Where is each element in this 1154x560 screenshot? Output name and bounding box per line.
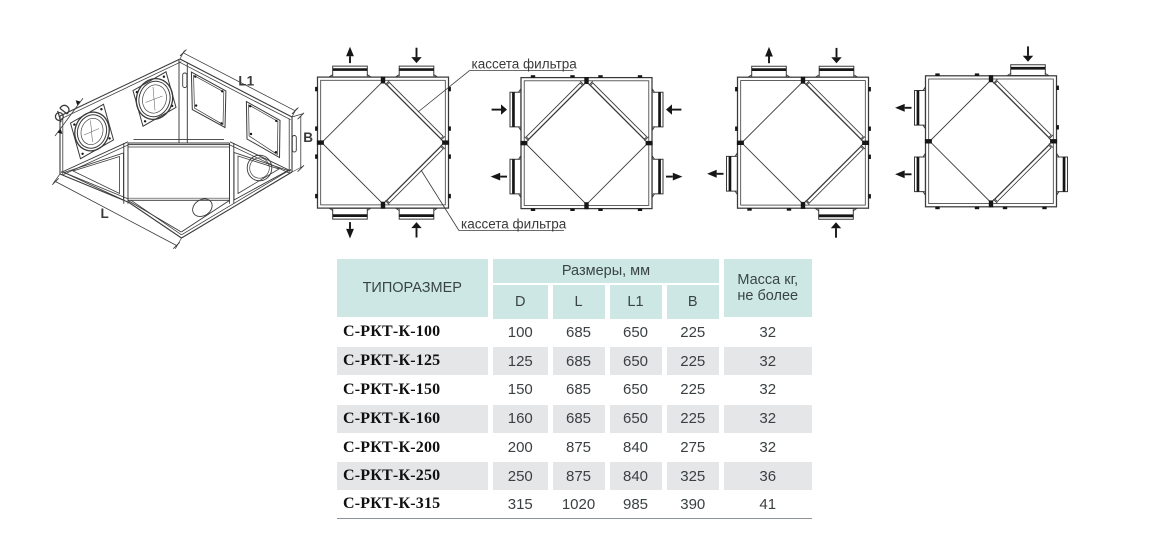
svg-text:кассета фильтра: кассета фильтра	[472, 57, 578, 72]
svg-text:L: L	[101, 206, 109, 221]
svg-text:B: B	[303, 130, 313, 145]
svg-text:L1: L1	[238, 74, 254, 89]
svg-text:кассета фильтра: кассета фильтра	[461, 217, 567, 232]
